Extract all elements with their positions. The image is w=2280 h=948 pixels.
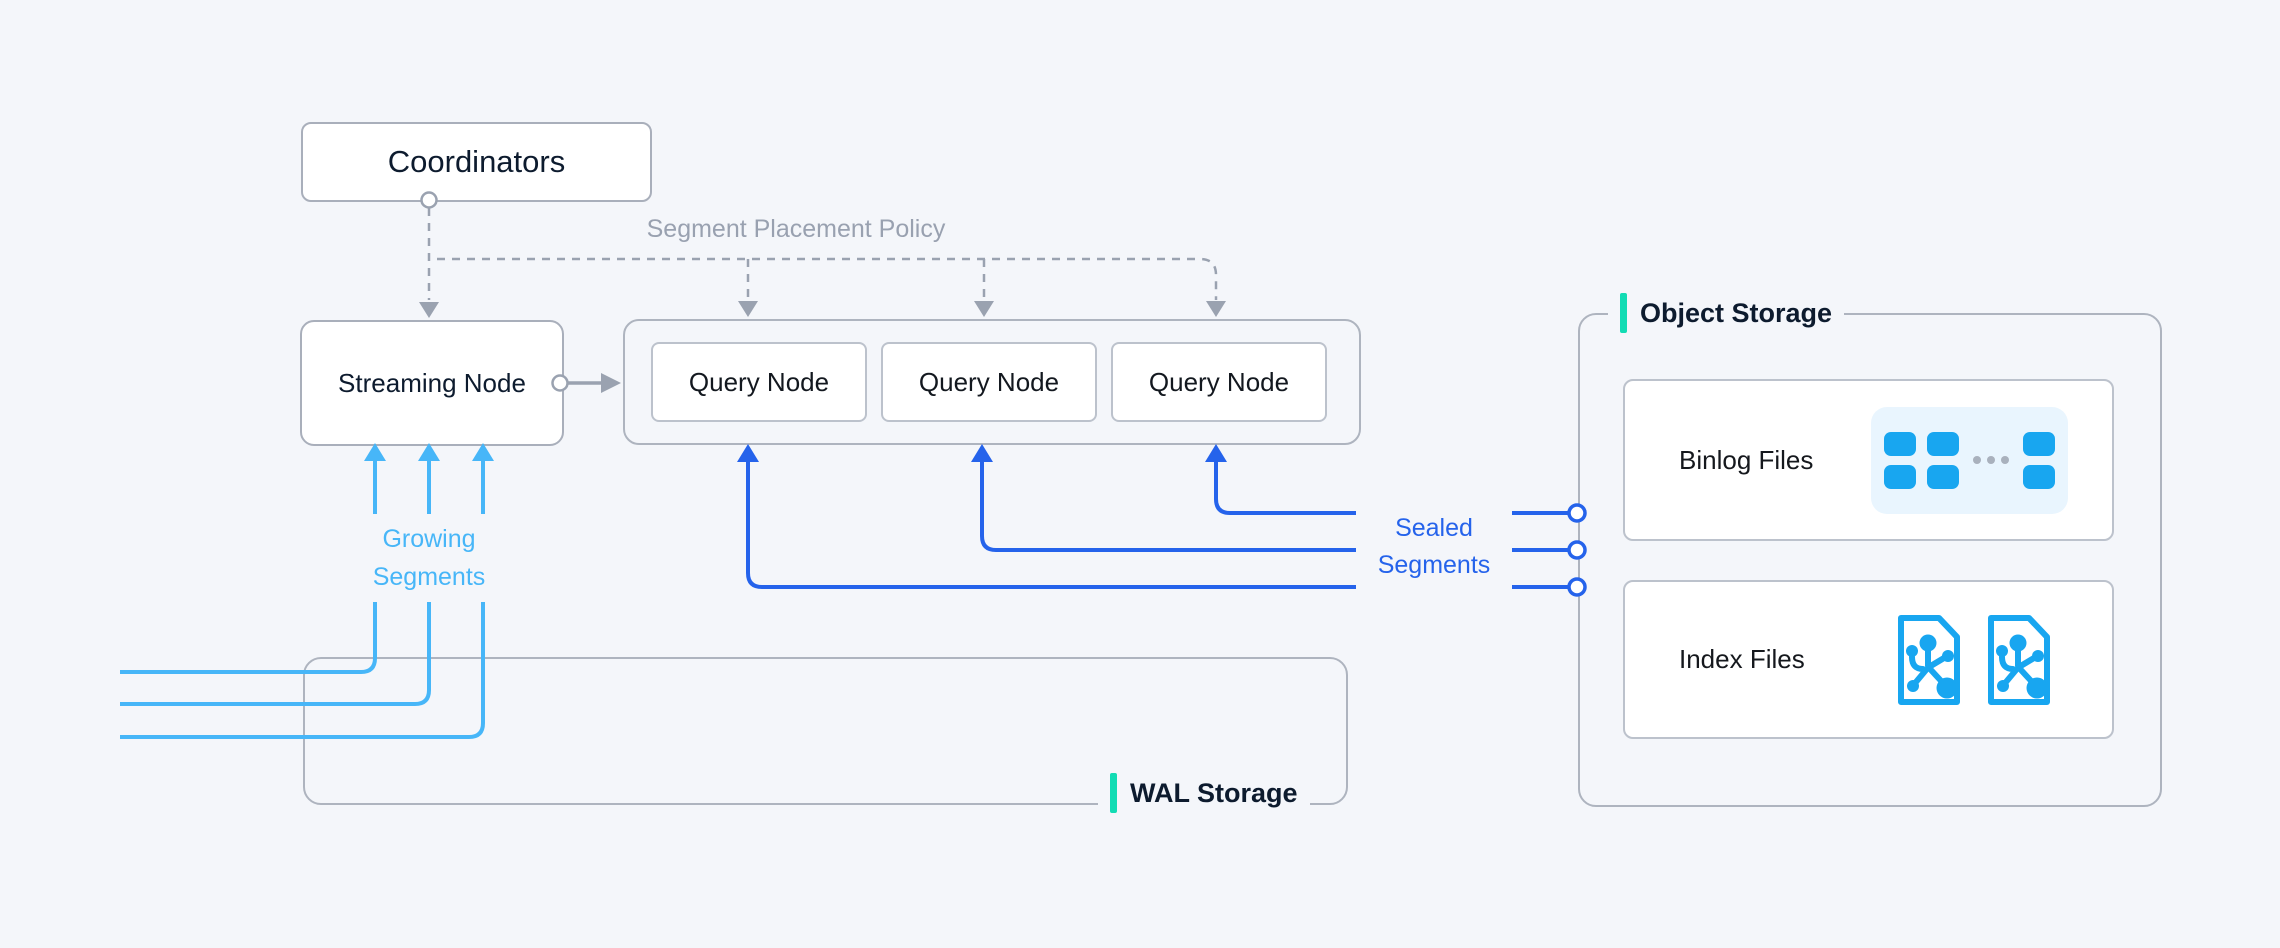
index-file-icon [1898, 614, 1960, 705]
index-files-card: Index Files [1623, 580, 2114, 739]
query-node-label: Query Node [1148, 366, 1290, 397]
teal-accent-bar [1620, 293, 1627, 333]
coordinators-node: Coordinators [301, 122, 652, 202]
coordinators-label: Coordinators [387, 144, 566, 179]
index-files-label: Index Files [1679, 644, 1805, 674]
query-node-2: Query Node [881, 342, 1097, 422]
growing-segments-label: Growing Segments [352, 514, 506, 602]
query-node-label: Query Node [918, 366, 1060, 397]
binlog-files-card: Binlog Files [1623, 379, 2114, 541]
sealed-segments-arrowheads [737, 444, 1227, 462]
object-storage-label: Object Storage [1608, 291, 1845, 335]
binlog-blocks-icon [1871, 406, 2068, 514]
object-storage-container [1578, 313, 2162, 807]
segment-placement-policy-label: Segment Placement Policy [646, 215, 946, 243]
streaming-to-query-arrow [568, 373, 621, 393]
query-node-label: Query Node [688, 366, 830, 397]
streaming-node-label: Streaming Node [338, 367, 526, 398]
sealed-segments-label: Sealed Segments [1356, 500, 1512, 594]
streaming-node: Streaming Node [300, 320, 564, 446]
binlog-files-label: Binlog Files [1679, 444, 1814, 475]
teal-accent-bar [1110, 773, 1117, 813]
wal-storage-label: WAL Storage [1098, 771, 1310, 815]
query-node-3: Query Node [1111, 342, 1327, 422]
ellipsis-dots-icon [1973, 456, 2009, 464]
index-file-icon [1988, 614, 2050, 705]
query-node-1: Query Node [651, 342, 867, 422]
policy-arrowheads [419, 301, 1226, 318]
